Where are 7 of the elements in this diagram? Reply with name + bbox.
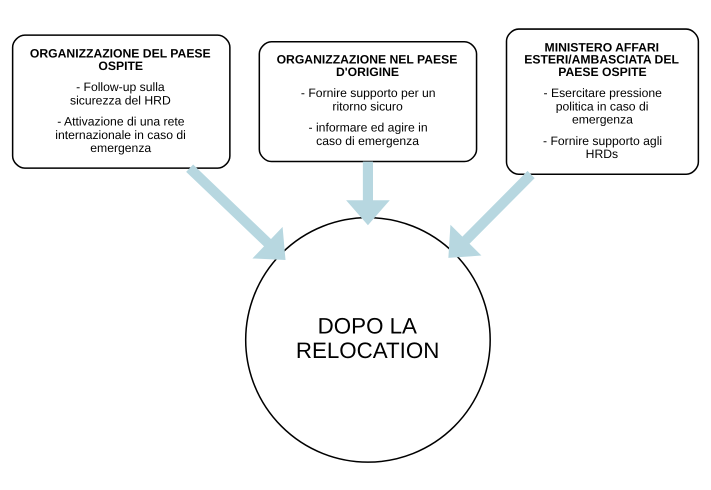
arrow bbox=[346, 161, 390, 225]
node-box: MINISTERO AFFARI ESTERI/AMBASCIATA DEL PAESE OSPITE - Esercitare pressione politica in caso di emergenza - Fornire supporto agli HRDs bbox=[506, 28, 700, 174]
node-box: ORGANIZZAZIONE NEL PAESE D'ORIGINE - Fornire supporto per un ritorno sicuro - informare ed agire in caso di emergenza bbox=[258, 40, 478, 162]
node-box: ORGANIZZAZIONE DEL PAESE OSPITE - Follow-up sulla sicurezza del HRD - Attivazione di una rete internazionale in caso di emergenza bbox=[12, 34, 231, 168]
arrow bbox=[186, 164, 286, 260]
arrow bbox=[448, 170, 535, 258]
node-circle: DOPO LA RELOCATION bbox=[244, 216, 491, 462]
